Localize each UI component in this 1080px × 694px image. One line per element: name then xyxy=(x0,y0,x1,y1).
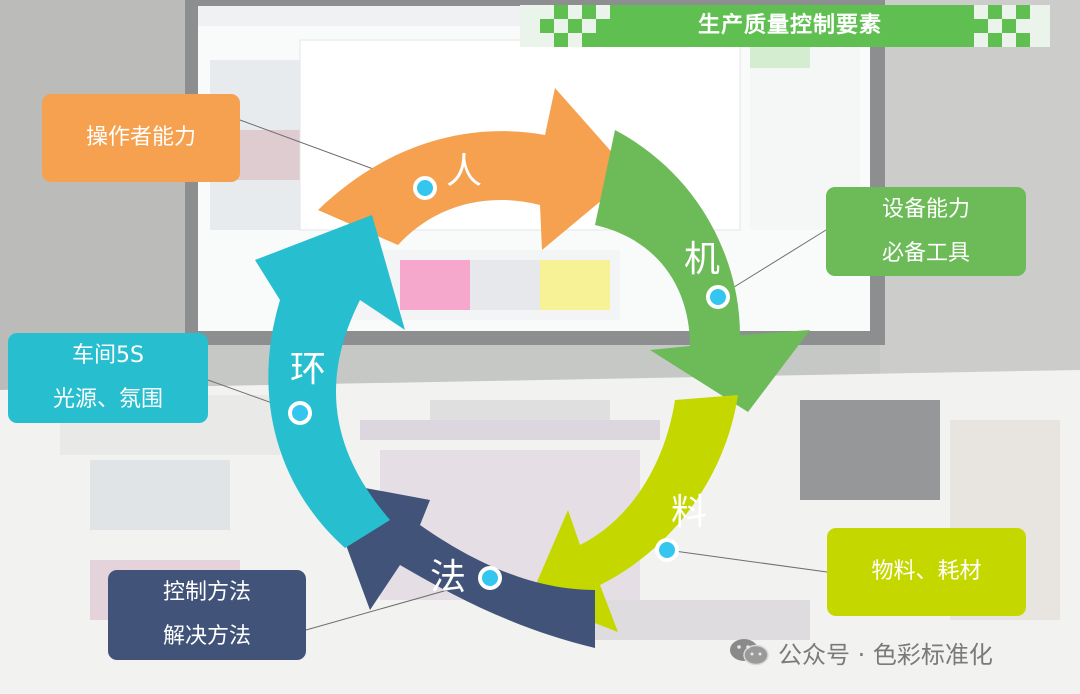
box-method-line-2: 解决方法 xyxy=(163,615,251,659)
dot-person xyxy=(413,176,437,200)
box-machine-line-1: 设备能力 xyxy=(882,188,970,232)
box-method-factors: 控制方法 解决方法 xyxy=(108,570,306,660)
box-material-line-1: 物料、耗材 xyxy=(871,550,981,594)
box-environment-line-2: 光源、氛围 xyxy=(53,378,163,422)
cycle-label-person: 人 xyxy=(446,152,482,192)
dot-material xyxy=(655,538,679,562)
cycle-label-machine: 机 xyxy=(684,240,720,280)
cycle-label-method: 法 xyxy=(430,558,466,598)
cycle-label-environment: 环 xyxy=(290,350,326,390)
box-material-factors: 物料、耗材 xyxy=(827,528,1026,616)
box-machine-line-2: 必备工具 xyxy=(882,232,970,276)
box-person-factors: 操作者能力 xyxy=(42,94,240,182)
box-machine-factors: 设备能力 必备工具 xyxy=(826,187,1026,276)
box-person-line-1: 操作者能力 xyxy=(86,116,196,160)
box-environment-factors: 车间5S 光源、氛围 xyxy=(8,333,208,423)
dot-method xyxy=(478,566,502,590)
cycle-label-material: 料 xyxy=(671,493,707,533)
wechat-icon xyxy=(728,637,770,667)
watermark: 公众号 · 色彩标准化 xyxy=(728,632,993,672)
box-environment-line-1: 车间5S xyxy=(72,334,144,378)
dot-environment xyxy=(288,401,312,425)
watermark-text: 公众号 · 色彩标准化 xyxy=(778,635,993,670)
dot-machine xyxy=(706,285,730,309)
connector-line-material xyxy=(667,550,827,572)
box-method-line-1: 控制方法 xyxy=(163,571,251,615)
